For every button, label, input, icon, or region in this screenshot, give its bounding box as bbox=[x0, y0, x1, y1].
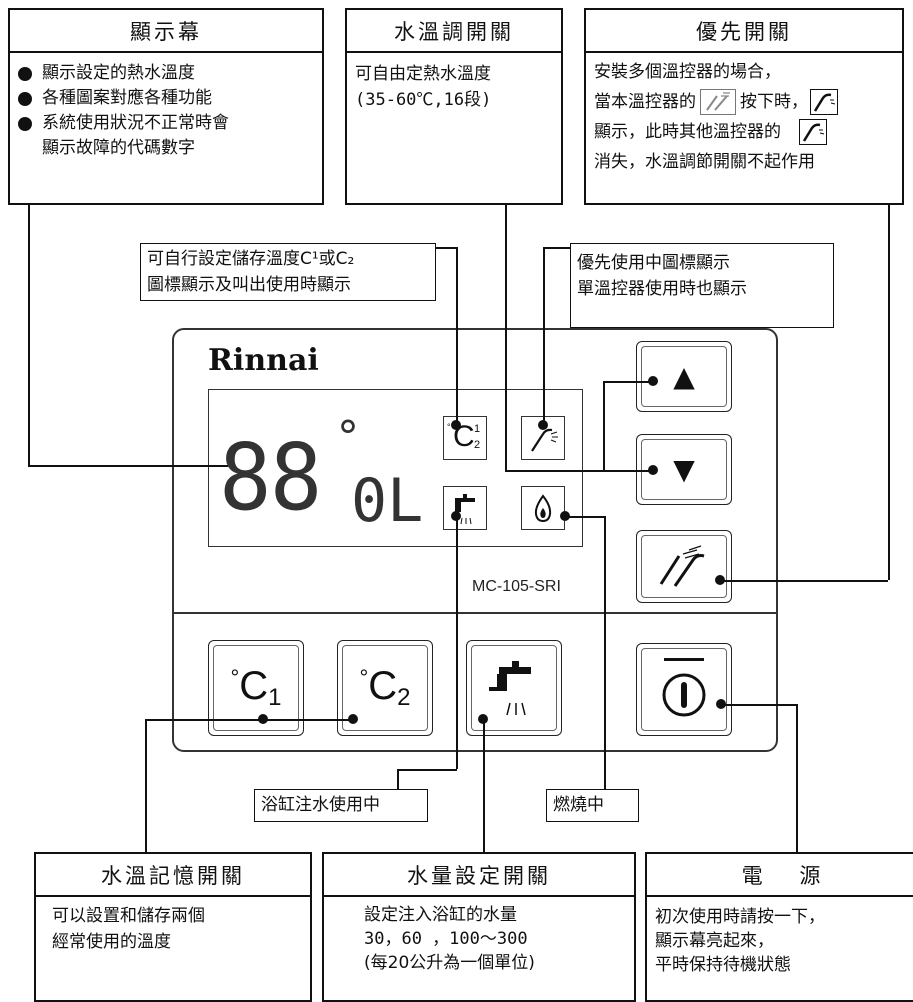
leader-line bbox=[28, 205, 30, 465]
memory-switch-box: 水溫記憶開關 可以設置和儲存兩個 經常使用的溫度 bbox=[34, 852, 312, 1002]
bullet-item: 顯示設定的熱水溫度 bbox=[18, 61, 314, 86]
leader-line bbox=[888, 205, 890, 580]
leader-line bbox=[456, 516, 458, 769]
bullet-icon bbox=[18, 92, 32, 106]
c1-memory-button[interactable]: °C1 bbox=[208, 640, 304, 736]
leader-line bbox=[721, 704, 796, 706]
degree-mark: ° bbox=[337, 412, 359, 463]
priority-line-1: 安裝多個溫控器的場合， bbox=[594, 62, 781, 82]
down-arrow-icon: ▼ bbox=[673, 453, 695, 486]
leader-line bbox=[603, 381, 653, 383]
up-arrow-icon: ▲ bbox=[673, 360, 695, 393]
leader-line bbox=[505, 205, 507, 470]
temp-up-button[interactable]: ▲ bbox=[636, 341, 732, 412]
leader-line bbox=[436, 247, 456, 249]
burning-label: 燃燒中 bbox=[546, 789, 639, 822]
temp-switch-title: 水溫調開關 bbox=[347, 10, 561, 53]
bullet-item: 各種圖案對應各種功能 bbox=[18, 86, 314, 111]
leader-line bbox=[145, 719, 353, 721]
leader-line bbox=[543, 247, 545, 425]
leader-line bbox=[505, 470, 653, 472]
power-info-title: 電 源 bbox=[647, 854, 913, 897]
priority-shower-icon bbox=[659, 544, 705, 587]
leader-line bbox=[604, 516, 606, 789]
priority-line-2: 當本溫控器的 按下時， bbox=[594, 87, 894, 117]
leader-dot bbox=[538, 420, 548, 430]
priority-line-4: 消失，水溫調節開關不起作用 bbox=[594, 152, 815, 172]
leader-line bbox=[720, 580, 888, 582]
leader-line bbox=[28, 465, 228, 467]
priority-icon-label: 優先使用中圖標顯示 單溫控器使用時也顯示 bbox=[570, 243, 834, 328]
c-memory-icon: ° C 1 2 bbox=[443, 416, 487, 460]
rinnai-logo: Rinnai bbox=[208, 343, 319, 378]
flame-icon bbox=[521, 486, 565, 530]
bullet-icon bbox=[18, 117, 32, 131]
shower-icon bbox=[799, 119, 827, 145]
priority-button[interactable] bbox=[636, 530, 732, 603]
volume-switch-box: 水量設定開關 設定注入浴缸的水量 30，60 ，100～300 (每20公升為一… bbox=[322, 852, 636, 1002]
temp-range-text: (35-60℃,16段) bbox=[355, 90, 492, 110]
leader-line bbox=[796, 704, 798, 852]
power-button[interactable] bbox=[636, 643, 732, 736]
leader-dot bbox=[715, 575, 725, 585]
shower-icon bbox=[810, 89, 838, 115]
bullet-item: 系統使用狀況不正常時會 bbox=[18, 111, 314, 136]
bath-fill-label: 浴缸注水使用中 bbox=[254, 789, 428, 822]
c-icon-label: 可自行設定儲存溫度C¹或C₂ 圖標顯示及叫出使用時顯示 bbox=[140, 243, 436, 301]
temperature-digits: 88 bbox=[219, 424, 322, 531]
bullet-icon bbox=[18, 67, 32, 81]
volume-switch-title: 水量設定開關 bbox=[324, 854, 634, 897]
bath-fill-icon bbox=[443, 486, 487, 530]
lcd-screen: 88 ° 0L bbox=[208, 389, 583, 547]
leader-line bbox=[543, 247, 570, 249]
leader-line bbox=[397, 769, 399, 789]
display-info-box: 顯示幕 顯示設定的熱水溫度 各種圖案對應各種功能 系統使用狀況不正常時會 顯示故… bbox=[8, 8, 324, 205]
leader-line bbox=[456, 247, 458, 425]
bullet-continuation: 顯示故障的代碼數字 bbox=[42, 138, 195, 158]
power-icon bbox=[662, 657, 706, 716]
power-info-box: 電 源 初次使用時請按一下， 顯示幕亮起來， 平時保持待機狀態 bbox=[645, 852, 913, 1002]
priority-switch-title: 優先開關 bbox=[586, 10, 902, 53]
leader-line bbox=[397, 769, 457, 771]
priority-line-3: 顯示，此時其他溫控器的 bbox=[594, 117, 894, 147]
leader-line bbox=[565, 516, 605, 518]
leader-dot bbox=[648, 465, 658, 475]
leader-line bbox=[145, 719, 147, 852]
leader-line bbox=[603, 381, 605, 470]
faucet-icon bbox=[489, 661, 531, 716]
leader-dot bbox=[348, 714, 358, 724]
leader-dot bbox=[648, 376, 658, 386]
memory-switch-title: 水溫記憶開關 bbox=[36, 854, 310, 897]
leader-line bbox=[483, 719, 485, 852]
temp-switch-text: 可自由定熱水溫度 bbox=[355, 64, 491, 84]
leader-dot bbox=[451, 420, 461, 430]
model-number: MC-105-SRI bbox=[472, 578, 561, 595]
temp-switch-box: 水溫調開關 可自由定熱水溫度 (35-60℃,16段) bbox=[345, 8, 563, 205]
priority-button-icon bbox=[700, 89, 736, 115]
panel-divider bbox=[172, 612, 778, 614]
priority-switch-box: 優先開關 安裝多個溫控器的場合， 當本溫控器的 按下時， 顯示，此時其他溫控器的… bbox=[584, 8, 904, 205]
display-info-title: 顯示幕 bbox=[10, 10, 322, 53]
liter-text: 0L bbox=[351, 466, 424, 536]
